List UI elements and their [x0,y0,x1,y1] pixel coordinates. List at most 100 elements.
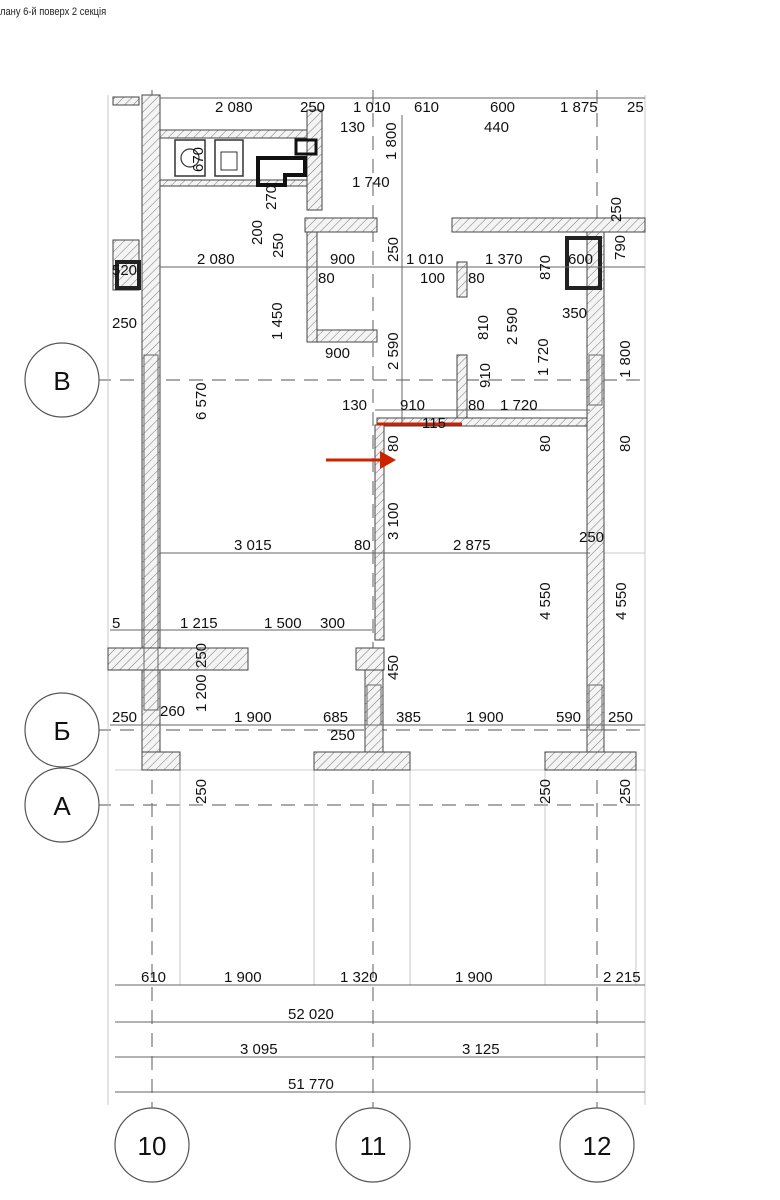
dim-label: 2 590 [504,307,521,345]
dim-label: 130 [340,119,365,136]
axis-markers: В Б А 10 11 12 [24,342,635,1183]
dim-label: 610 [414,99,439,116]
dim-label: 900 [330,251,355,268]
axis-label-10: 10 [138,1131,167,1161]
dim-label: 2 590 [385,332,402,370]
dim-label: 6 570 [193,382,210,420]
dim-label: 1 450 [269,302,286,340]
shower-icon [565,236,602,290]
dim-label: 2 875 [453,537,491,554]
dim-label: 5 [112,615,120,632]
dim-label: 250 [300,99,325,116]
dim-label: 80 [354,537,371,554]
dim-label: 300 [320,615,345,632]
axis-bubble-11 [335,1107,411,1183]
dim-label: 250 [330,727,355,744]
axis-label-v: В [53,366,70,396]
dim-label: 1 320 [340,969,378,986]
middle-partition-foot [355,647,385,671]
dim-label: 3 015 [234,537,272,554]
axis-bubble-12 [559,1107,635,1183]
dim-label: 1 200 [193,674,210,712]
dim-label: 130 [342,397,367,414]
dim-label: 80 [617,435,634,452]
bath-partition-top [456,261,468,298]
dim-label: 2 215 [603,969,641,986]
dim-label: 3 095 [240,1041,278,1058]
dim-label: 51 770 [288,1076,334,1093]
dim-label: 900 [325,345,350,362]
kitchen-counter-icon [256,156,307,187]
stove-icon [174,139,206,177]
kitchen-right-wall [306,109,323,211]
facade-left [141,751,181,771]
dim-label: 100 [420,270,445,287]
bath-partition-bottom [456,354,468,424]
dim-label: 115 [422,415,446,432]
dim-label: 52 020 [288,1006,334,1023]
dim-label: 3 100 [385,502,402,540]
dim-label: 1 215 [180,615,218,632]
fridge-icon [294,138,318,156]
bath-bottom-wall [316,329,378,343]
dim-label: 910 [477,363,494,388]
bath-left-wall [306,231,318,343]
dim-label: 610 [141,969,166,986]
dim-label: 1 900 [234,709,272,726]
axis-bubble-b [24,692,100,768]
dim-label: 910 [400,397,425,414]
left-wall-stub [112,96,140,106]
dim-label: 1 010 [406,251,444,268]
kitchen-bottom-wall [159,179,323,187]
dim-label: 250 [193,643,210,668]
dimension-lines [110,97,645,1093]
dim-label: 200 [249,220,266,245]
dim-label: 1 740 [352,174,390,191]
dim-label: 1 800 [617,340,634,378]
facade-middle [313,751,411,771]
axis-bubble-10 [114,1107,190,1183]
dim-label: 350 [562,305,587,322]
dim-label: 1 900 [466,709,504,726]
dim-label: 790 [612,235,629,260]
dim-label: 1 900 [455,969,493,986]
bath-top-wall-left [304,217,378,233]
dim-label: 450 [385,655,402,680]
shaft-icon [115,260,141,290]
dim-label: 1 875 [560,99,598,116]
dim-label: 80 [468,270,485,287]
bath-top-wall-right [451,217,646,233]
axis-bubble-a [24,767,100,843]
dimension-labels: 2 080 250 1 010 610 600 1 875 25 130 440… [112,99,644,1093]
sink-icon [214,139,244,177]
dim-label: 250 [385,237,402,262]
dim-label: 250 [537,779,554,804]
balcony-wall [107,647,249,671]
dim-label: 1 010 [353,99,391,116]
kitchen-top-wall [159,129,323,139]
red-marker [326,422,462,469]
fixtures [115,138,602,290]
dim-label: 80 [468,397,485,414]
dim-label: 25 [627,99,644,116]
dim-label: 2 080 [197,251,235,268]
dim-label: 250 [193,779,210,804]
dim-label: 1 720 [535,338,552,376]
walls [107,94,646,771]
dim-label: 4 550 [613,582,630,620]
dim-label: 1 500 [264,615,302,632]
dim-label: 685 [323,709,348,726]
dim-label: 4 550 [537,582,554,620]
dim-label: 270 [263,185,280,210]
dim-label: 250 [608,709,633,726]
sheet-caption: лану 6-й поверх 2 секція [0,6,107,18]
dim-label: 260 [160,703,185,720]
dim-label: 250 [617,779,634,804]
dim-label: 80 [537,435,554,452]
grid-lines [97,90,646,1110]
axis-label-a: А [53,791,71,821]
dim-label: 600 [490,99,515,116]
dim-label: 80 [318,270,335,287]
dim-label: 670 [190,147,207,172]
